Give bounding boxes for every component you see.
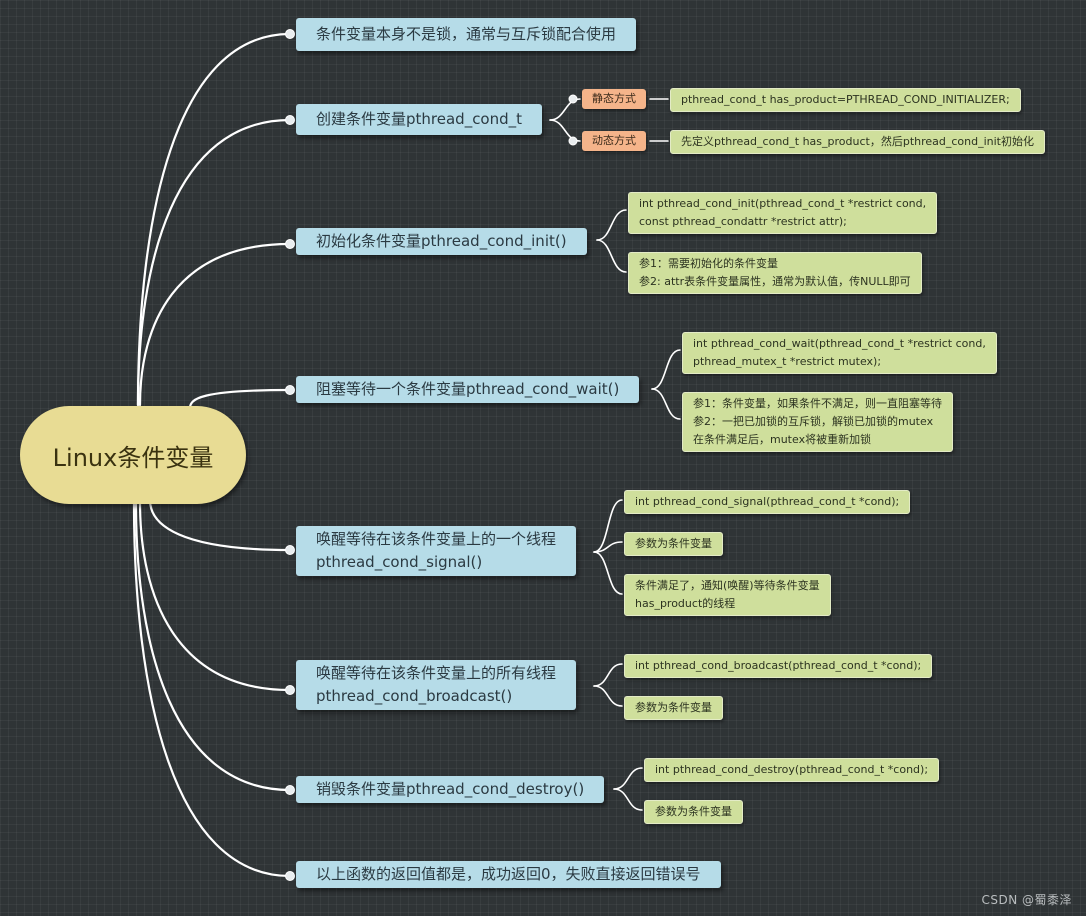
leaf-signal-param[interactable]: 参数为条件变量: [624, 532, 723, 556]
topic-text: 以上函数的返回值都是，成功返回0，失败直接返回错误号: [316, 865, 701, 883]
leaf-text: int pthread_cond_broadcast(pthread_cond_…: [635, 659, 922, 672]
topic-text: 唤醒等待在该条件变量上的一个线程: [316, 530, 557, 548]
topic-create-cond[interactable]: 创建条件变量pthread_cond_t: [296, 104, 543, 135]
link-topic-leaf: [613, 788, 643, 811]
topic-text: 条件变量本身不是锁，通常与互斥锁配合使用: [316, 25, 617, 43]
topic-text: 初始化条件变量pthread_cond_init(): [316, 232, 567, 250]
link-root-topic: [138, 242, 292, 407]
leaf-text: 参数为条件变量: [655, 805, 732, 818]
collapse-handle[interactable]: [285, 115, 295, 125]
link-topic-sub: [549, 119, 581, 142]
leaf-text: 参1：条件变量，如果条件不满足，则一直阻塞等待: [693, 397, 942, 410]
collapse-handle[interactable]: [285, 785, 295, 795]
link-root-topic: [132, 502, 292, 878]
leaf-init-params[interactable]: 参1：需要初始化的条件变量 参2: attr表条件变量属性，通常为默认值，传NU…: [628, 252, 922, 294]
leaf-destroy-param[interactable]: 参数为条件变量: [644, 800, 743, 824]
link-root-topic: [134, 502, 292, 792]
leaf-text: int pthread_cond_destroy(pthread_cond_t …: [655, 763, 929, 776]
topic-text: 销毁条件变量pthread_cond_destroy(): [316, 780, 585, 798]
topic-cond-not-lock[interactable]: 条件变量本身不是锁，通常与互斥锁配合使用: [296, 18, 637, 51]
topic-return-values[interactable]: 以上函数的返回值都是，成功返回0，失败直接返回错误号: [296, 861, 721, 888]
leaf-static-initializer[interactable]: pthread_cond_t has_product=PTHREAD_COND_…: [670, 88, 1021, 112]
link-root-topic: [138, 500, 292, 692]
tag-static-method[interactable]: 静态方式: [582, 89, 646, 109]
link-topic-leaf: [593, 541, 623, 553]
collapse-handle[interactable]: [285, 545, 295, 555]
leaf-text: pthread_mutex_t *restrict mutex);: [693, 355, 882, 368]
topic-text: 阻塞等待一个条件变量pthread_cond_wait(): [316, 380, 620, 398]
leaf-text: int pthread_cond_init(pthread_cond_t *re…: [639, 197, 927, 210]
leaf-text: int pthread_cond_signal(pthread_cond_t *…: [635, 495, 900, 508]
link-root-topic: [136, 32, 292, 407]
topic-wait-cond[interactable]: 阻塞等待一个条件变量pthread_cond_wait(): [296, 376, 640, 403]
link-topic-leaf: [593, 663, 623, 687]
topic-text: 唤醒等待在该条件变量上的所有线程: [316, 664, 557, 682]
leaf-text: pthread_cond_t has_product=PTHREAD_COND_…: [681, 93, 1010, 106]
topic-broadcast-cond[interactable]: 唤醒等待在该条件变量上的所有线程 pthread_cond_broadcast(…: [296, 660, 577, 710]
link-root-topic: [148, 498, 292, 552]
collapse-handle[interactable]: [285, 385, 295, 395]
leaf-text: 在条件满足后，mutex将被重新加锁: [693, 433, 872, 446]
collapse-handle[interactable]: [285, 29, 295, 39]
collapse-handle[interactable]: [568, 136, 578, 146]
collapse-handle[interactable]: [285, 871, 295, 881]
watermark: CSDN @蜀黍泽: [981, 893, 1072, 907]
leaf-text: 参1：需要初始化的条件变量: [639, 257, 778, 270]
tag-dynamic-method[interactable]: 动态方式: [582, 131, 646, 151]
topic-text: 创建条件变量pthread_cond_t: [316, 110, 523, 128]
link-topic-leaf: [593, 499, 623, 553]
root-node[interactable]: Linux条件变量: [20, 406, 246, 504]
leaf-text: 参数为条件变量: [635, 537, 712, 550]
leaf-init-signature[interactable]: int pthread_cond_init(pthread_cond_t *re…: [628, 192, 938, 234]
leaf-destroy-signature[interactable]: int pthread_cond_destroy(pthread_cond_t …: [644, 758, 940, 782]
link-topic-leaf: [651, 388, 681, 420]
tag-label: 静态方式: [592, 92, 636, 105]
leaf-wait-params[interactable]: 参1：条件变量，如果条件不满足，则一直阻塞等待 参2：一把已加锁的互斥锁，解锁已…: [682, 392, 953, 452]
leaf-text: const pthread_condattr *restrict attr);: [639, 215, 847, 228]
topic-signal-cond[interactable]: 唤醒等待在该条件变量上的一个线程 pthread_cond_signal(): [296, 526, 577, 576]
link-topic-leaf: [593, 685, 623, 707]
link-topic-leaf: [596, 209, 627, 241]
link-root-topic: [136, 118, 292, 407]
leaf-signal-desc[interactable]: 条件满足了，通知(唤醒)等待条件变量 has_product的线程: [624, 574, 831, 616]
leaf-text: int pthread_cond_wait(pthread_cond_t *re…: [693, 337, 986, 350]
collapse-handle[interactable]: [568, 94, 578, 104]
leaf-broadcast-signature[interactable]: int pthread_cond_broadcast(pthread_cond_…: [624, 654, 933, 678]
leaf-text: 参2：一把已加锁的互斥锁，解锁已加锁的mutex: [693, 415, 934, 428]
leaf-signal-signature[interactable]: int pthread_cond_signal(pthread_cond_t *…: [624, 490, 911, 514]
leaf-text: 先定义pthread_cond_t has_product，然后pthread_…: [681, 135, 1034, 148]
tag-label: 动态方式: [592, 134, 636, 147]
link-topic-leaf: [593, 551, 623, 595]
leaf-wait-signature[interactable]: int pthread_cond_wait(pthread_cond_t *re…: [682, 332, 997, 374]
leaf-text: 参数为条件变量: [635, 701, 712, 714]
leaf-text: 条件满足了，通知(唤醒)等待条件变量: [635, 579, 820, 592]
root-label: Linux条件变量: [52, 443, 214, 472]
collapse-handle[interactable]: [285, 239, 295, 249]
leaf-dynamic-init[interactable]: 先定义pthread_cond_t has_product，然后pthread_…: [670, 130, 1045, 154]
leaf-text: 参2: attr表条件变量属性，通常为默认值，传NULL即可: [639, 275, 911, 288]
link-topic-leaf: [651, 349, 681, 390]
link-topic-leaf: [596, 239, 627, 273]
topic-text: pthread_cond_broadcast(): [316, 687, 513, 705]
link-topic-leaf: [613, 767, 643, 790]
link-root-topic: [188, 388, 292, 410]
leaf-broadcast-param[interactable]: 参数为条件变量: [624, 696, 723, 720]
collapse-handle[interactable]: [285, 685, 295, 695]
link-topic-sub: [549, 98, 581, 121]
topic-init-cond[interactable]: 初始化条件变量pthread_cond_init(): [296, 228, 587, 255]
leaf-text: has_product的线程: [635, 597, 736, 610]
topic-destroy-cond[interactable]: 销毁条件变量pthread_cond_destroy(): [296, 776, 605, 803]
topic-text: pthread_cond_signal(): [316, 553, 483, 571]
